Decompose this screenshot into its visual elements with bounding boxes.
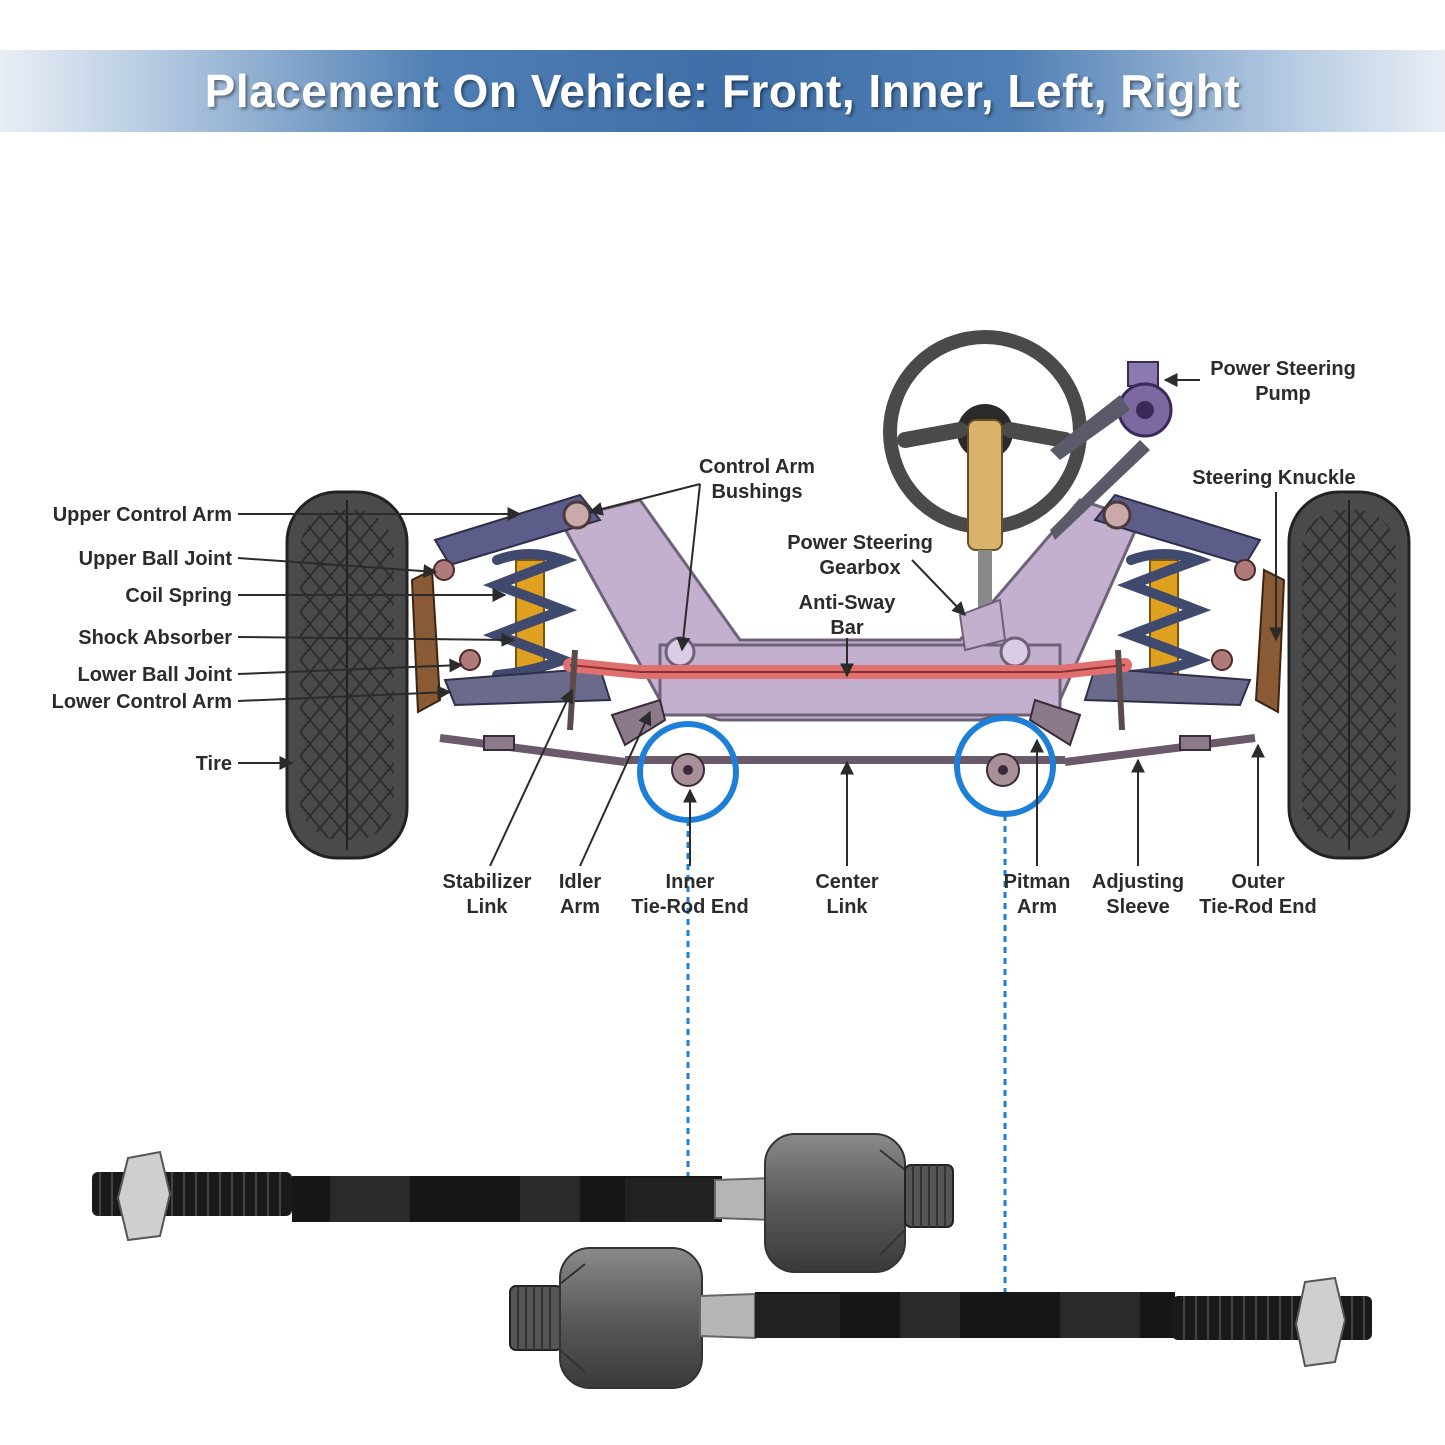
- left-tie-rod: [439, 734, 626, 766]
- left-upper-ball-joint: [433, 559, 455, 581]
- label-lower-control-arm: Lower Control Arm: [52, 691, 232, 713]
- left-tire: [285, 490, 409, 860]
- label-center-link-line1: Center: [815, 871, 879, 893]
- label-stabilizer-link-line1: Stabilizer: [443, 871, 532, 893]
- label-power-steering-pump-line1: Power Steering: [1210, 358, 1356, 380]
- label-anti-sway-bar-line2: Bar: [830, 617, 864, 639]
- label-outer-tie-rod-end-line2: Tie-Rod End: [1199, 896, 1316, 918]
- label-pitman-arm-line2: Arm: [1017, 896, 1057, 918]
- label-stabilizer-link-line2: Link: [466, 896, 508, 918]
- label-adjusting-sleeve-line1: Adjusting: [1092, 871, 1184, 893]
- label-center-link-line2: Link: [826, 896, 868, 918]
- left-adjusting-sleeve: [483, 735, 515, 751]
- label-idler-arm-line1: Idler: [559, 871, 601, 893]
- label-power-steering-pump-line2: Pump: [1255, 383, 1311, 405]
- tie-rod-product-top: [92, 1133, 954, 1273]
- label-pitman-arm-line1: Pitman: [1004, 871, 1071, 893]
- label-upper-ball-joint: Upper Ball Joint: [79, 548, 233, 570]
- right-upper-ball-joint: [1234, 559, 1256, 581]
- label-steering-knuckle: Steering Knuckle: [1192, 467, 1355, 489]
- label-upper-control-arm: Upper Control Arm: [53, 504, 232, 526]
- label-tire: Tire: [196, 753, 232, 775]
- power-steering-gearbox: [958, 598, 1007, 652]
- label-lower-ball-joint: Lower Ball Joint: [78, 664, 233, 686]
- label-control-arm-bushings-line2: Bushings: [711, 481, 802, 503]
- right-tire: [1287, 490, 1411, 860]
- right-adjusting-sleeve: [1179, 735, 1211, 751]
- left-upper-control-arm: [433, 493, 602, 567]
- right-steering-knuckle: [1254, 568, 1286, 714]
- steering-column: [967, 419, 1003, 551]
- header-banner: Placement On Vehicle: Front, Inner, Left…: [0, 50, 1445, 132]
- right-upper-control-arm: [1093, 493, 1262, 567]
- power-steering-pump: [1050, 361, 1173, 540]
- label-inner-tie-rod-end-line1: Inner: [666, 871, 715, 893]
- label-power-steering-gearbox-line2: Gearbox: [819, 557, 900, 579]
- label-outer-tie-rod-end-line1: Outer: [1231, 871, 1285, 893]
- label-adjusting-sleeve-line2: Sleeve: [1106, 896, 1169, 918]
- right-highlight-circle: [954, 715, 1056, 817]
- tie-rod-product-bottom: [509, 1247, 1372, 1389]
- label-shock-absorber: Shock Absorber: [78, 627, 232, 649]
- left-coil-spring: [482, 549, 578, 680]
- right-upper-bushing: [1102, 500, 1132, 530]
- label-anti-sway-bar-line1: Anti-Sway: [799, 592, 897, 614]
- right-lower-ball-joint: [1211, 649, 1233, 671]
- left-steering-knuckle: [410, 568, 442, 714]
- label-coil-spring: Coil Spring: [125, 585, 232, 607]
- label-inner-tie-rod-end-line2: Tie-Rod End: [631, 896, 748, 918]
- right-lower-control-arm: [1083, 666, 1252, 707]
- page-title: Placement On Vehicle: Front, Inner, Left…: [204, 65, 1241, 117]
- right-tie-rod: [1064, 734, 1256, 766]
- label-idler-arm-line2: Arm: [560, 896, 600, 918]
- right-stabilizer-link: [1115, 649, 1125, 731]
- left-lower-ball-joint: [459, 649, 481, 671]
- label-power-steering-gearbox-line1: Power Steering: [787, 532, 933, 554]
- left-inner-tie-rod-end: [671, 753, 705, 787]
- pitman-arm: [1028, 698, 1082, 747]
- left-upper-bushing: [562, 500, 592, 530]
- label-control-arm-bushings-line1: Control Arm: [699, 456, 815, 478]
- right-coil-spring: [1116, 549, 1212, 680]
- leader-lines: [237, 373, 1283, 867]
- right-inner-tie-rod-end: [986, 753, 1020, 787]
